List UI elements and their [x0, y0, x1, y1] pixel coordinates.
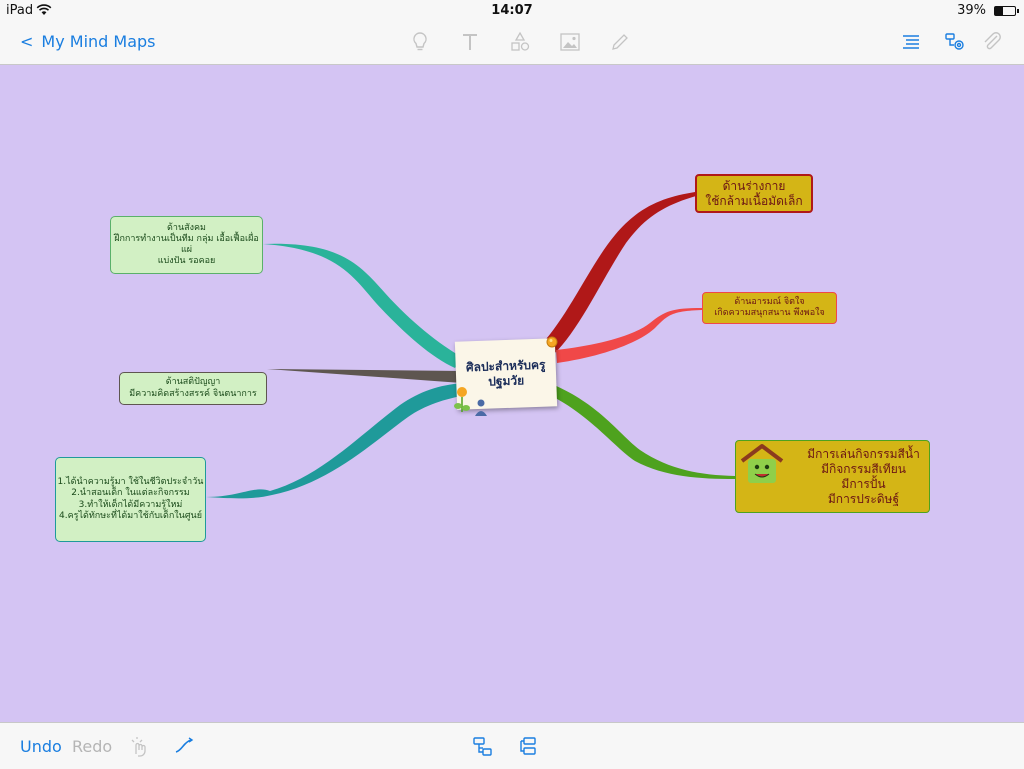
person-icon: [475, 399, 487, 416]
topic-social[interactable]: ด้านสังคม ฝึกการทำงานเป็นทีม กลุ่ม เอื้อ…: [110, 216, 263, 274]
back-label: My Mind Maps: [41, 32, 156, 51]
topic-benefits-line-4: 4.ครูได้ทักษะที่ได้มาใช้กับเด็กในศูนย์: [59, 510, 202, 521]
bottom-toolbar: Undo Redo: [0, 722, 1024, 769]
topic-intellect-line-2: มีความคิดสร้างสรรค์ จินตนาการ: [129, 388, 257, 399]
topic-social-line-1: ด้านสังคม: [167, 222, 206, 233]
central-topic-line-2: ปฐมวัย: [488, 373, 525, 389]
outline-list-icon[interactable]: [899, 30, 923, 54]
undo-button[interactable]: Undo: [20, 737, 62, 756]
topic-emotion[interactable]: ด้านอารมณ์ จิตใจ เกิดความสนุกสนาน พึงพอใ…: [702, 292, 837, 324]
branch-benefits: [206, 383, 466, 499]
status-bar: iPad 14:07 39%: [0, 0, 1024, 22]
topic-physical-line-2: ใช้กล้ามเนื้อมัดเล็ก: [705, 193, 803, 208]
pin-icon: [546, 336, 558, 348]
branch-activities: [550, 385, 735, 479]
topic-intellect[interactable]: ด้านสติปัญญา มีความคิดสร้างสรรค์ จินตนาก…: [119, 372, 267, 405]
image-icon[interactable]: [558, 30, 582, 54]
pencil-icon[interactable]: [608, 30, 632, 54]
topic-activities-line-2: มีกิจกรรมสีเทียน: [821, 461, 906, 476]
topic-physical-line-1: ด้านร่างกาย: [722, 178, 786, 193]
branch-intellect: [267, 369, 462, 383]
nav-bar: < My Mind Maps: [0, 22, 1024, 65]
battery-icon: [994, 6, 1019, 16]
topic-benefits-line-2: 2.นำสอนเด็ก ในแต่ละกิจกรรม: [71, 488, 190, 499]
plant-icon: [454, 387, 470, 412]
connector-icon[interactable]: [172, 734, 196, 758]
branch-social: [263, 243, 462, 368]
branch-physical: [541, 192, 696, 355]
topic-emotion-line-1: ด้านอารมณ์ จิตใจ: [734, 296, 805, 307]
shapes-icon[interactable]: [508, 30, 532, 54]
status-time: 14:07: [491, 3, 533, 18]
topic-activities-line-4: มีการประดิษฐ์: [827, 491, 900, 506]
map-settings-icon[interactable]: [943, 30, 967, 54]
add-child-icon[interactable]: [470, 734, 494, 758]
redo-button[interactable]: Redo: [72, 737, 113, 756]
branch-emotion: [556, 308, 702, 363]
device-name: iPad: [6, 3, 34, 18]
topic-physical[interactable]: ด้านร่างกาย ใช้กล้ามเนื้อมัดเล็ก: [695, 174, 813, 213]
battery-percent: 39%: [957, 3, 986, 18]
back-button[interactable]: < My Mind Maps: [20, 32, 156, 51]
chevron-left-icon: <: [20, 32, 34, 51]
topic-activities-line-3: มีการปั้น: [841, 476, 886, 491]
add-sibling-icon[interactable]: [515, 734, 539, 758]
topic-benefits-line-1: 1.ได้นำความรู้มา ใช้ในชีวิตประจำวัน: [57, 477, 204, 487]
house-sticker-icon: [740, 444, 784, 483]
wifi-icon: [36, 4, 52, 20]
topic-social-line-3: แผ่: [180, 245, 193, 255]
text-icon[interactable]: [458, 30, 482, 54]
topic-activities-line-1: มีการเล่นกิจกรรมสีน้ำ: [807, 446, 920, 461]
attachment-icon[interactable]: [980, 30, 1004, 54]
magic-gesture-icon[interactable]: [128, 734, 152, 758]
topic-social-line-4: แบ่งปัน รอคอย: [157, 256, 216, 267]
central-topic-line-1: ศิลปะสำหรับครู: [465, 357, 546, 375]
topic-benefits[interactable]: 1.ได้นำความรู้มา ใช้ในชีวิตประจำวัน 2.นำ…: [55, 457, 206, 542]
branch-connectors: [206, 192, 735, 499]
topic-social-line-2: ฝึกการทำงานเป็นทีม กลุ่ม เอื้อเฟื้อเผื่อ: [114, 233, 259, 244]
lightbulb-icon[interactable]: [408, 30, 432, 54]
mind-map-canvas[interactable]: ศิลปะสำหรับครู ปฐมวัย ด้านสังคม ฝึกการทำ…: [0, 65, 1024, 722]
topic-intellect-line-1: ด้านสติปัญญา: [165, 377, 221, 388]
topic-benefits-line-3: 3.ทำให้เด็กได้มีความรู้ใหม่: [78, 499, 183, 510]
topic-emotion-line-2: เกิดความสนุกสนาน พึงพอใจ: [714, 308, 825, 318]
